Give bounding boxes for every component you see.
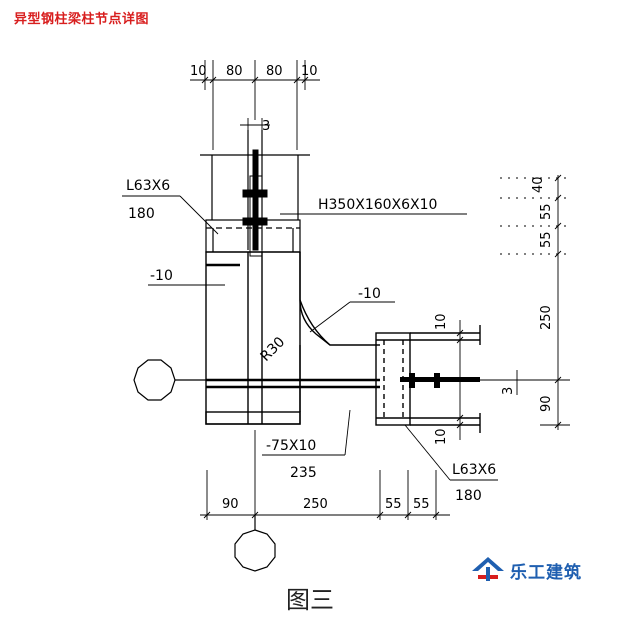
axis-marker-bottom xyxy=(234,529,276,572)
knee-plate xyxy=(299,252,380,412)
dim-right-10-top: 10 xyxy=(434,313,449,330)
label-plate-diag: -10 xyxy=(358,286,381,302)
column-body xyxy=(205,251,301,425)
column-bolts xyxy=(242,149,268,257)
top-dimensions xyxy=(190,60,320,150)
right-dimensions xyxy=(456,174,570,440)
dim-bottom-55a: 55 xyxy=(385,497,402,512)
dim-top-80b: 80 xyxy=(266,64,283,79)
label-plate-left: -10 xyxy=(150,268,173,284)
dim-right-40: 40 xyxy=(531,176,546,193)
label-angle-top-2: 180 xyxy=(128,206,155,222)
dim-bottom-90: 90 xyxy=(222,497,239,512)
dim-right-3: 3 xyxy=(501,387,516,395)
label-angle-bot-2: 180 xyxy=(455,488,482,504)
dim-right-90: 90 xyxy=(539,395,554,412)
drawing-title: 异型钢柱梁柱节点详图 xyxy=(14,12,150,27)
bottom-dimensions xyxy=(200,430,450,520)
dim-top-left-10: 10 xyxy=(190,64,207,79)
dim-right-55a: 55 xyxy=(539,203,554,220)
label-angle-top-1: L63X6 xyxy=(126,178,170,194)
beam-bolts xyxy=(400,373,480,388)
dim-bottom-55b: 55 xyxy=(413,497,430,512)
dim-top-right-10: 10 xyxy=(301,64,318,79)
dim-right-10-bot: 10 xyxy=(434,428,449,445)
brand-name: 乐工建筑 xyxy=(510,562,582,583)
dim-right-55b: 55 xyxy=(539,231,554,248)
dim-gap-3-top: 3 xyxy=(262,119,270,134)
brand: 乐工建筑 xyxy=(470,555,582,585)
label-stiffener-1: -75X10 xyxy=(266,438,316,454)
label-section: H350X160X6X10 xyxy=(318,197,437,213)
axis-marker-left xyxy=(133,359,176,401)
dim-right-250: 250 xyxy=(539,305,554,330)
label-angle-bot-1: L63X6 xyxy=(452,462,496,478)
label-stiffener-2: 235 xyxy=(290,465,317,481)
axis-markers xyxy=(133,359,276,572)
leg-logo-icon xyxy=(472,557,504,581)
dim-top-80a: 80 xyxy=(226,64,243,79)
leader-lines xyxy=(122,195,498,481)
figure-caption: 图三 xyxy=(286,586,334,614)
dim-bottom-250: 250 xyxy=(303,497,328,512)
